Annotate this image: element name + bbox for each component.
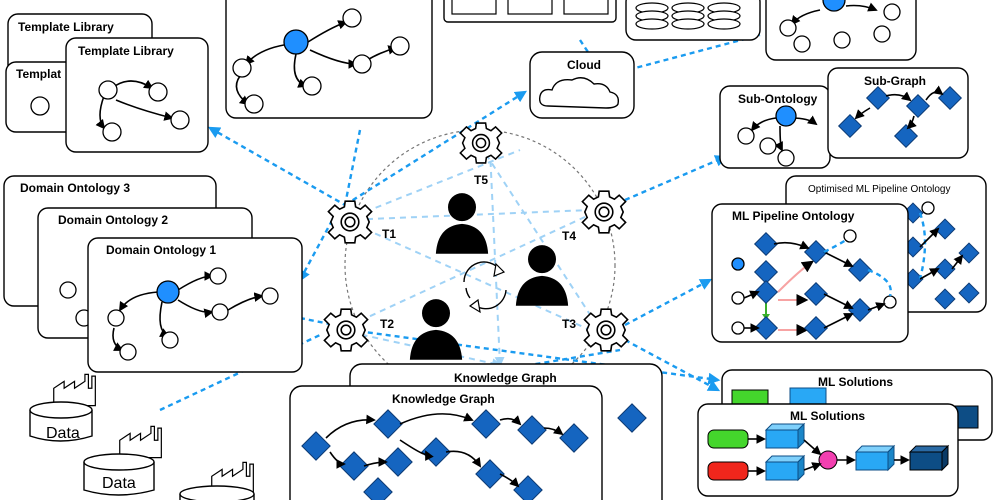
domain-ontology-1-card bbox=[87, 237, 303, 373]
cloud-title: Cloud bbox=[567, 58, 601, 72]
data-source-3 bbox=[179, 461, 255, 500]
optimised-pipeline-title: Optimised ML Pipeline Ontology bbox=[808, 184, 950, 195]
cube-icon bbox=[908, 444, 950, 472]
sub-graph-title: Sub-Graph bbox=[864, 74, 926, 88]
data-label-2: Data bbox=[102, 475, 136, 492]
task-t5-label: T5 bbox=[474, 173, 488, 187]
template-library-title-back: Template Library bbox=[18, 20, 114, 34]
gear-icon bbox=[323, 308, 369, 352]
domain-ontology-2-title: Domain Ontology 2 bbox=[58, 213, 168, 227]
database-stack-icon bbox=[625, 0, 761, 41]
gear-icon bbox=[581, 190, 627, 234]
factory-icon bbox=[119, 425, 162, 459]
person-icon bbox=[435, 193, 489, 254]
sub-ontology-card: Sub-Ontology bbox=[719, 85, 831, 169]
task-t3-label: T3 bbox=[562, 317, 576, 331]
featured-graph-card bbox=[225, 0, 433, 119]
cloud-icon bbox=[538, 77, 620, 109]
task-t4: T4 bbox=[562, 190, 627, 243]
task-t1-label: T1 bbox=[382, 227, 396, 241]
gear-icon bbox=[583, 308, 629, 352]
knowledge-graph-card-front bbox=[289, 385, 603, 500]
task-t2: T2 bbox=[323, 308, 394, 352]
data-label-1: Data bbox=[46, 425, 80, 442]
task-t2-label: T2 bbox=[380, 317, 394, 331]
cycle-arrows-icon bbox=[463, 261, 507, 314]
gear-icon bbox=[327, 200, 373, 244]
ml-solutions-title-front: ML Solutions bbox=[790, 409, 865, 423]
sub-graph-card: Sub-Graph bbox=[827, 67, 969, 159]
gear-icon bbox=[459, 122, 503, 164]
template-library-title-mid: Templat bbox=[16, 67, 61, 81]
data-source-2: Data bbox=[83, 425, 162, 496]
domain-ontology-group: Domain Ontology 3 Domain Ontology 2 Doma… bbox=[3, 175, 303, 373]
ml-pipeline-card: ML Pipeline Ontology bbox=[711, 203, 909, 343]
ml-solutions-group: ML Solutions ML Solutions bbox=[697, 369, 993, 497]
knowledge-graph-group: Knowledge Graph Knowledge Graph bbox=[289, 363, 663, 500]
database-icon bbox=[179, 485, 255, 500]
ml-solutions-title-back: ML Solutions bbox=[818, 375, 893, 389]
ml-pipeline-title: ML Pipeline Ontology bbox=[732, 209, 855, 223]
template-library-group: Template Library Templat Template Librar… bbox=[5, 13, 209, 153]
cube-icon bbox=[854, 444, 896, 472]
sub-ontology-title: Sub-Ontology bbox=[738, 92, 818, 106]
task-t5: T5 bbox=[459, 122, 503, 187]
database-icon bbox=[83, 453, 155, 471]
domain-ontology-3-title: Domain Ontology 3 bbox=[20, 181, 130, 195]
task-t1: T1 bbox=[327, 200, 396, 244]
task-t4-label: T4 bbox=[562, 229, 576, 243]
cube-icon bbox=[764, 454, 806, 482]
knowledge-graph-title-back: Knowledge Graph bbox=[454, 371, 557, 385]
data-source-1: Data bbox=[29, 373, 96, 442]
person-icon bbox=[515, 245, 569, 306]
top-right-graph-card bbox=[765, 0, 917, 61]
database-icon bbox=[29, 401, 93, 419]
knowledge-graph-title-front: Knowledge Graph bbox=[392, 392, 495, 406]
domain-ontology-1-title: Domain Ontology 1 bbox=[106, 243, 216, 257]
template-library-title-front: Template Library bbox=[78, 44, 174, 58]
factory-icon bbox=[53, 373, 96, 407]
cloud-card: Cloud bbox=[529, 51, 635, 119]
cube-icon bbox=[764, 422, 806, 450]
person-icon bbox=[409, 299, 463, 360]
task-t3: T3 bbox=[562, 308, 629, 352]
merge-node bbox=[818, 450, 838, 470]
server-rack-icon bbox=[443, 0, 617, 23]
